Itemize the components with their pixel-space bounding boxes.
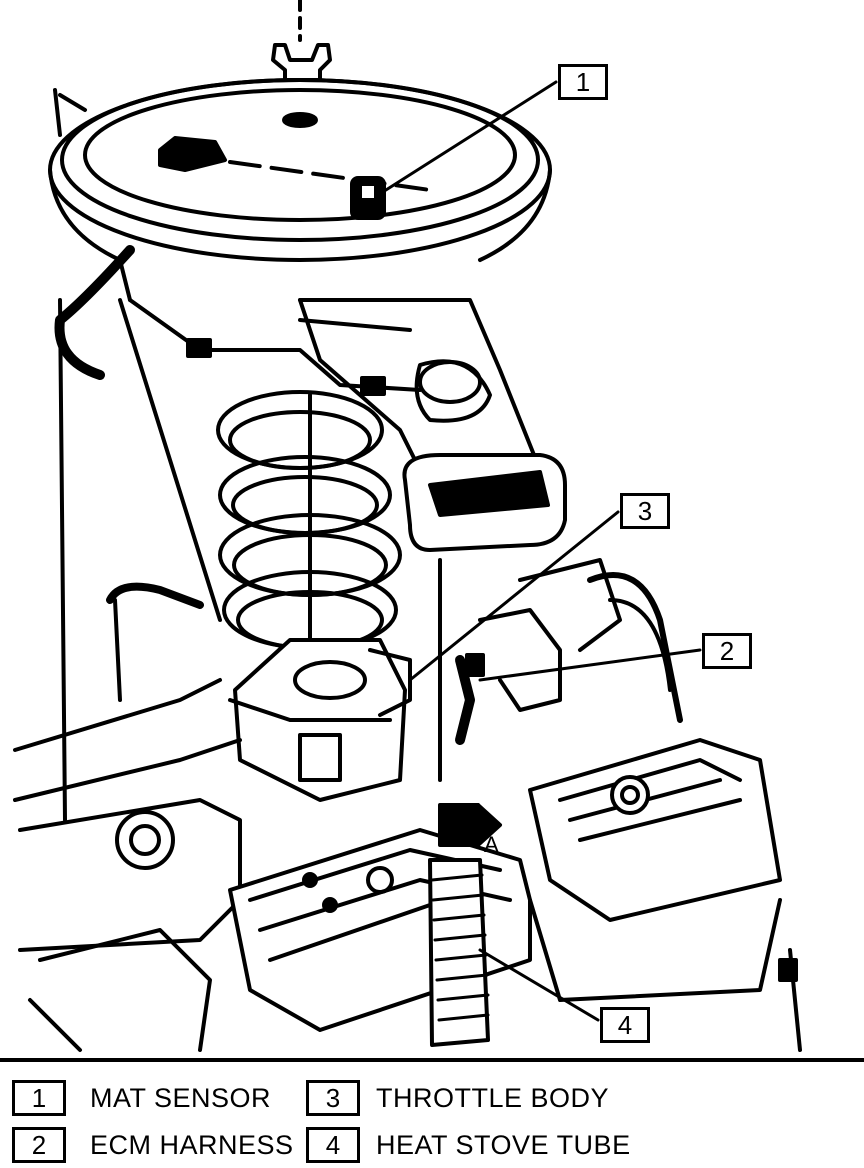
leader-4 (478, 948, 600, 1022)
mat-sensor-wire (54, 245, 422, 396)
leader-1 (376, 80, 558, 197)
legend-label: HEAT STOVE TUBE (376, 1129, 631, 1160)
callout-2: 2 (702, 633, 752, 669)
legend-item-3: 3 THROTTLE BODY (306, 1078, 609, 1118)
legend-number-box: 2 (12, 1127, 66, 1163)
air-cleaner-housing (48, 78, 552, 302)
legend-label: THROTTLE BODY (376, 1082, 610, 1113)
legend-label: MAT SENSOR (90, 1082, 272, 1113)
leader-2 (478, 648, 702, 682)
legend-item-1: 1 MAT SENSOR (12, 1078, 271, 1118)
legend-divider (0, 1058, 864, 1062)
throttle-body (228, 638, 485, 802)
engine-block (13, 558, 683, 1052)
legend-number-box: 3 (306, 1080, 360, 1116)
view-marker-a: A (484, 832, 499, 857)
callout-3: 3 (620, 493, 670, 529)
right-valve-cover (528, 738, 802, 1052)
legend-item-4: 4 HEAT STOVE TUBE (306, 1125, 631, 1165)
legend-item-2: 2 ECM HARNESS (12, 1125, 294, 1165)
callout-4: 4 (600, 1007, 650, 1043)
leader-3 (408, 510, 620, 682)
engine-air-cleaner-illustration (13, 0, 802, 1052)
heat-stove-tube (428, 803, 502, 1047)
air-cleaner-snorkel (298, 298, 567, 552)
legend-number-box: 1 (12, 1080, 66, 1116)
callout-1: 1 (558, 64, 608, 100)
legend-number-box: 4 (306, 1127, 360, 1163)
callout-leaders (376, 80, 702, 1022)
legend-label: ECM HARNESS (90, 1129, 294, 1160)
